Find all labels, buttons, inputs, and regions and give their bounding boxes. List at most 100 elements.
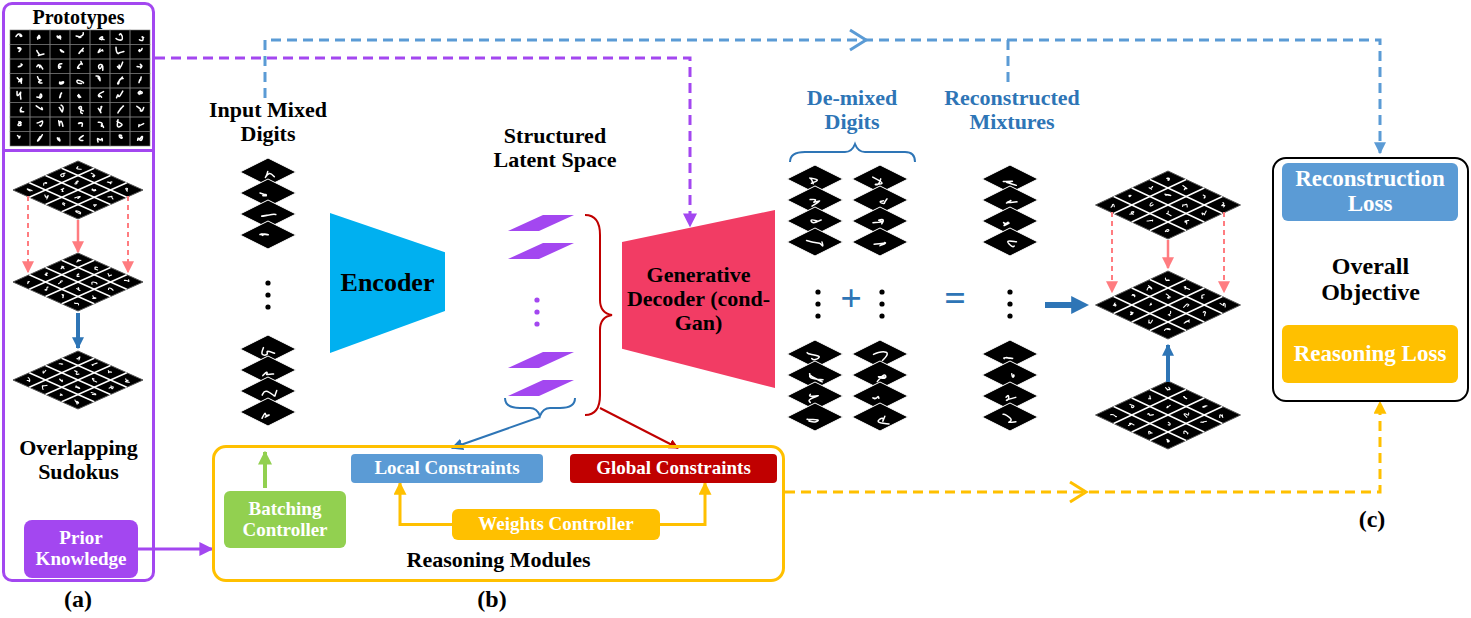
digit-stroke	[59, 281, 63, 284]
prototype-cell	[130, 74, 150, 89]
prototype-cell	[90, 74, 110, 89]
prototype-cell	[30, 45, 50, 60]
digit-stroke	[1012, 374, 1014, 377]
digit-stroke	[99, 37, 104, 40]
grid-line	[46, 268, 111, 297]
flow-arrow	[1111, 212, 1113, 292]
digit-stroke	[1203, 406, 1207, 408]
digit-stroke	[260, 234, 268, 235]
node-text: Reconstruction Loss	[1286, 167, 1454, 217]
digit-stack	[240, 158, 296, 249]
prototype-cell	[10, 30, 30, 45]
digit-stroke	[1165, 278, 1169, 281]
digit-stroke	[880, 199, 887, 204]
digit-stroke	[1007, 201, 1017, 204]
sudoku-grid	[13, 351, 143, 409]
text-group: Weights Controller	[452, 514, 660, 535]
text-group: Encoder	[330, 269, 445, 297]
text-group: Reasoning Loss	[1282, 342, 1458, 367]
batching-arrow	[263, 452, 267, 488]
prototype-cell	[50, 45, 70, 60]
grid-line	[62, 168, 127, 197]
prototype-cell	[130, 45, 150, 60]
ellipsis-dot	[265, 280, 270, 285]
digit-stroke	[1203, 195, 1205, 198]
digit-stroke	[1166, 387, 1170, 390]
sudoku-panel: Overlapping SudokusPrior Knowledge	[2, 149, 155, 582]
digit-stroke	[76, 33, 83, 38]
prototype-cell	[10, 88, 30, 103]
digit-tile	[787, 403, 843, 431]
prototype-cell	[90, 132, 110, 147]
connector	[785, 402, 1380, 492]
digit-stroke	[109, 386, 113, 389]
prototype-cell	[30, 103, 50, 118]
flow-arrow	[1167, 240, 1170, 268]
digit-stroke	[118, 106, 124, 113]
digit-stroke	[37, 65, 43, 69]
sudoku-board	[1096, 171, 1241, 239]
digit-stroke	[42, 385, 47, 389]
digit-stack	[982, 165, 1038, 256]
digit-stroke	[1201, 421, 1207, 422]
grid-line	[62, 260, 127, 289]
digit-stroke	[108, 371, 111, 373]
digit-stroke	[137, 106, 144, 111]
digit-stroke	[1149, 431, 1153, 434]
prototype-cell	[90, 103, 110, 118]
digit-stroke	[92, 378, 96, 382]
shape-fill	[330, 213, 445, 353]
prototype-cell	[50, 117, 70, 132]
prototype-cell	[110, 30, 130, 45]
digit-stroke	[807, 419, 818, 422]
node-text: Weights Controller	[456, 514, 656, 535]
digit-stroke	[117, 91, 123, 98]
digit-stroke	[873, 220, 883, 224]
sudoku-board	[13, 253, 143, 311]
ellipsis-dot	[534, 321, 539, 326]
digit-stroke	[138, 91, 142, 94]
ellipsis-dot	[1007, 313, 1012, 318]
local-constraints-box: Local Constraints	[351, 454, 543, 483]
digit-stroke	[75, 197, 80, 199]
digit-stroke	[98, 122, 103, 127]
digit-stroke	[59, 82, 63, 84]
mixture-feed-line	[1007, 40, 1010, 82]
digit-stroke	[874, 242, 885, 245]
digit-stroke	[99, 64, 103, 70]
digit-stroke	[37, 121, 42, 126]
node-text: Generative Decoder (cond-Gan)	[626, 263, 771, 334]
digit-stroke	[117, 62, 122, 69]
ellipsis-dot	[534, 297, 539, 302]
digit-stroke	[118, 77, 123, 84]
prototype-cell	[10, 132, 30, 147]
digit-stroke	[79, 107, 83, 114]
digit-stroke	[811, 220, 821, 223]
digit-stroke	[91, 392, 96, 394]
digit-stroke	[78, 95, 81, 98]
prototype-cell	[70, 132, 90, 147]
latent-code	[508, 352, 574, 368]
digit-stroke	[1003, 414, 1016, 422]
prototype-cell	[10, 45, 30, 60]
digit-stroke	[77, 357, 80, 360]
digit-stroke	[60, 50, 63, 52]
digit-stroke	[17, 78, 21, 83]
digit-stroke	[60, 93, 62, 98]
digit-stroke	[1184, 396, 1187, 398]
text-group: Reconstruction Loss	[1282, 167, 1458, 217]
digit-stroke	[28, 282, 30, 284]
digit-stroke	[1167, 439, 1170, 442]
reasoning-modules-box: Reasoning ModulesLocal ConstraintsGlobal…	[212, 445, 785, 582]
text-group: Overlapping Sudokus	[9, 152, 149, 484]
node-text: Global Constraints	[574, 458, 773, 479]
digit-stroke	[57, 36, 61, 39]
prototype-cell	[30, 132, 50, 147]
digit-stroke	[91, 173, 95, 177]
digit-stroke	[94, 205, 97, 207]
digit-stroke	[45, 273, 48, 275]
digit-stroke	[1113, 303, 1116, 306]
digit-stroke	[1185, 220, 1189, 224]
node-text: Batching Controller	[228, 499, 342, 540]
digit-stroke	[137, 64, 142, 68]
